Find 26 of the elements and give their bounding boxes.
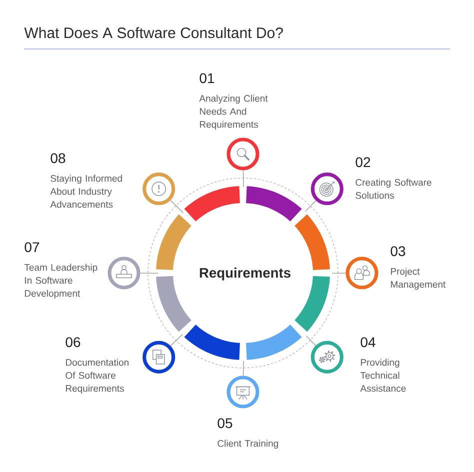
step-number: 04 [360, 337, 376, 348]
step-description: Documentation Of Software Requirements [66, 358, 128, 394]
step-number: 06 [66, 337, 80, 348]
step-description: Client Training [218, 440, 278, 449]
leader-line [332, 272, 346, 274]
step-description: Providing Technical Assistance [360, 358, 406, 392]
leader-line [242, 170, 244, 188]
step-number: 02 [356, 157, 370, 168]
step-description: Creating Software Solutions [356, 178, 432, 199]
step-description: Staying Informed About Industry Advancements [50, 174, 122, 208]
leader-line [305, 200, 316, 212]
step-number: 03 [390, 246, 406, 256]
title: What Does A Software Consultant Do? [24, 27, 283, 38]
leader-line [170, 200, 184, 214]
step-description: Team Leadership In Software Development [24, 264, 98, 299]
leader-line [242, 360, 244, 376]
step-number: 05 [218, 418, 232, 428]
step-description: Analyzing Client Needs And Requirements [199, 94, 268, 130]
step-number: 07 [24, 242, 40, 252]
leader-line [140, 272, 158, 274]
step-description: Project Management [390, 268, 446, 290]
step-number: 01 [200, 73, 214, 84]
step-number: 08 [50, 153, 66, 164]
leader-line [306, 335, 316, 346]
leader-line [170, 334, 183, 346]
center-label: Requirements [200, 268, 290, 280]
